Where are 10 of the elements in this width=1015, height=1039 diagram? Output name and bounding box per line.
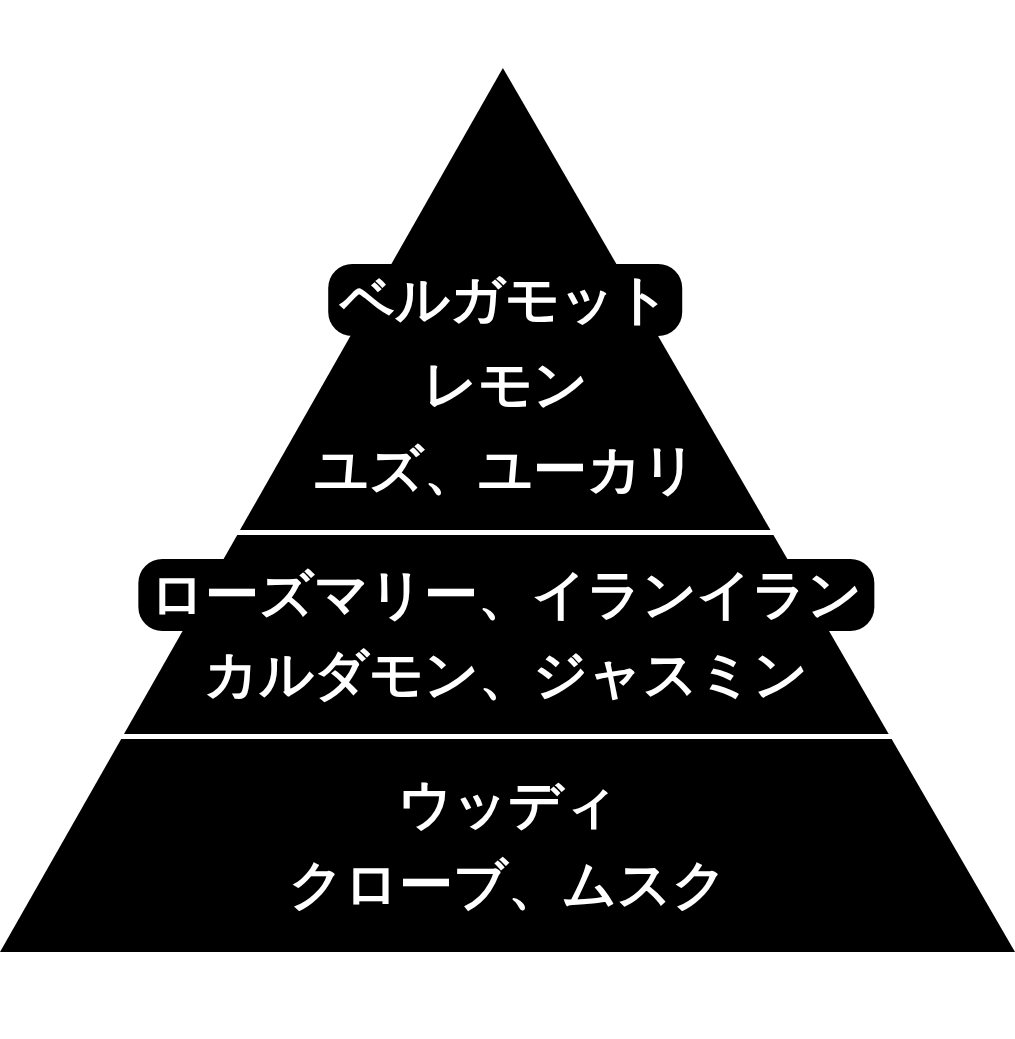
ingredient-text: ベルガモット (340, 268, 671, 332)
ingredient-text: クローブ、ムスク (288, 853, 727, 917)
ingredient-text: ユズ、ユーカリ (313, 438, 697, 502)
ingredient-text: ローズマリー、イランイラン (150, 563, 863, 627)
ingredient-text: カルダモン、ジャスミン (204, 643, 809, 707)
pyramid-tier (124, 535, 889, 734)
ingredient-text: レモン (422, 353, 588, 417)
pyramid-tier (0, 739, 1015, 952)
ingredient-text: ウッディ (397, 773, 618, 837)
pyramid-top-tier (240, 68, 771, 530)
